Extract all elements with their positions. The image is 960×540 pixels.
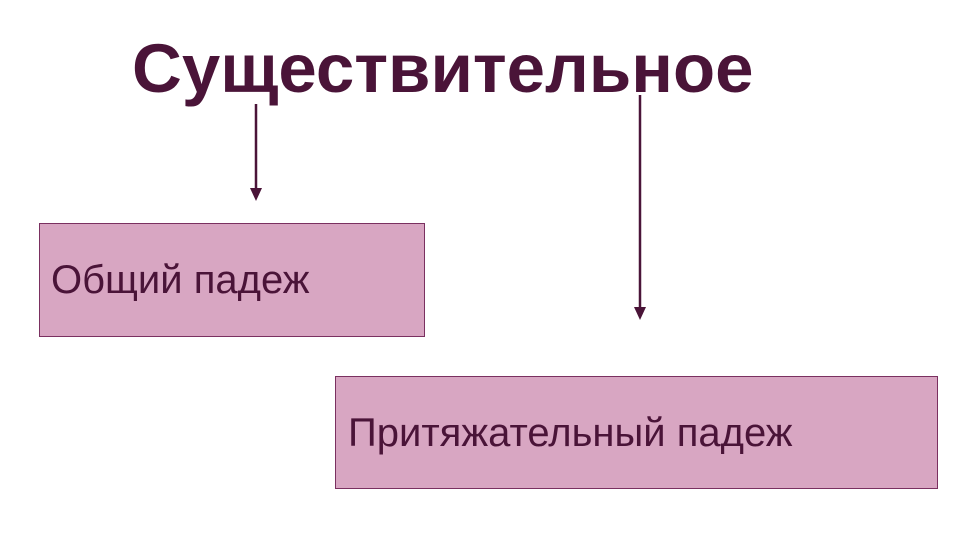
common-case-box: Общий падеж — [39, 223, 425, 337]
possessive-case-box: Притяжательный падеж — [335, 376, 938, 489]
common-case-label: Общий падеж — [51, 258, 310, 302]
arrow-to-common-case — [250, 104, 262, 201]
possessive-case-label: Притяжательный падеж — [348, 410, 793, 455]
arrow-to-possessive-case — [634, 95, 646, 320]
diagram-title: Существительное — [132, 30, 754, 107]
